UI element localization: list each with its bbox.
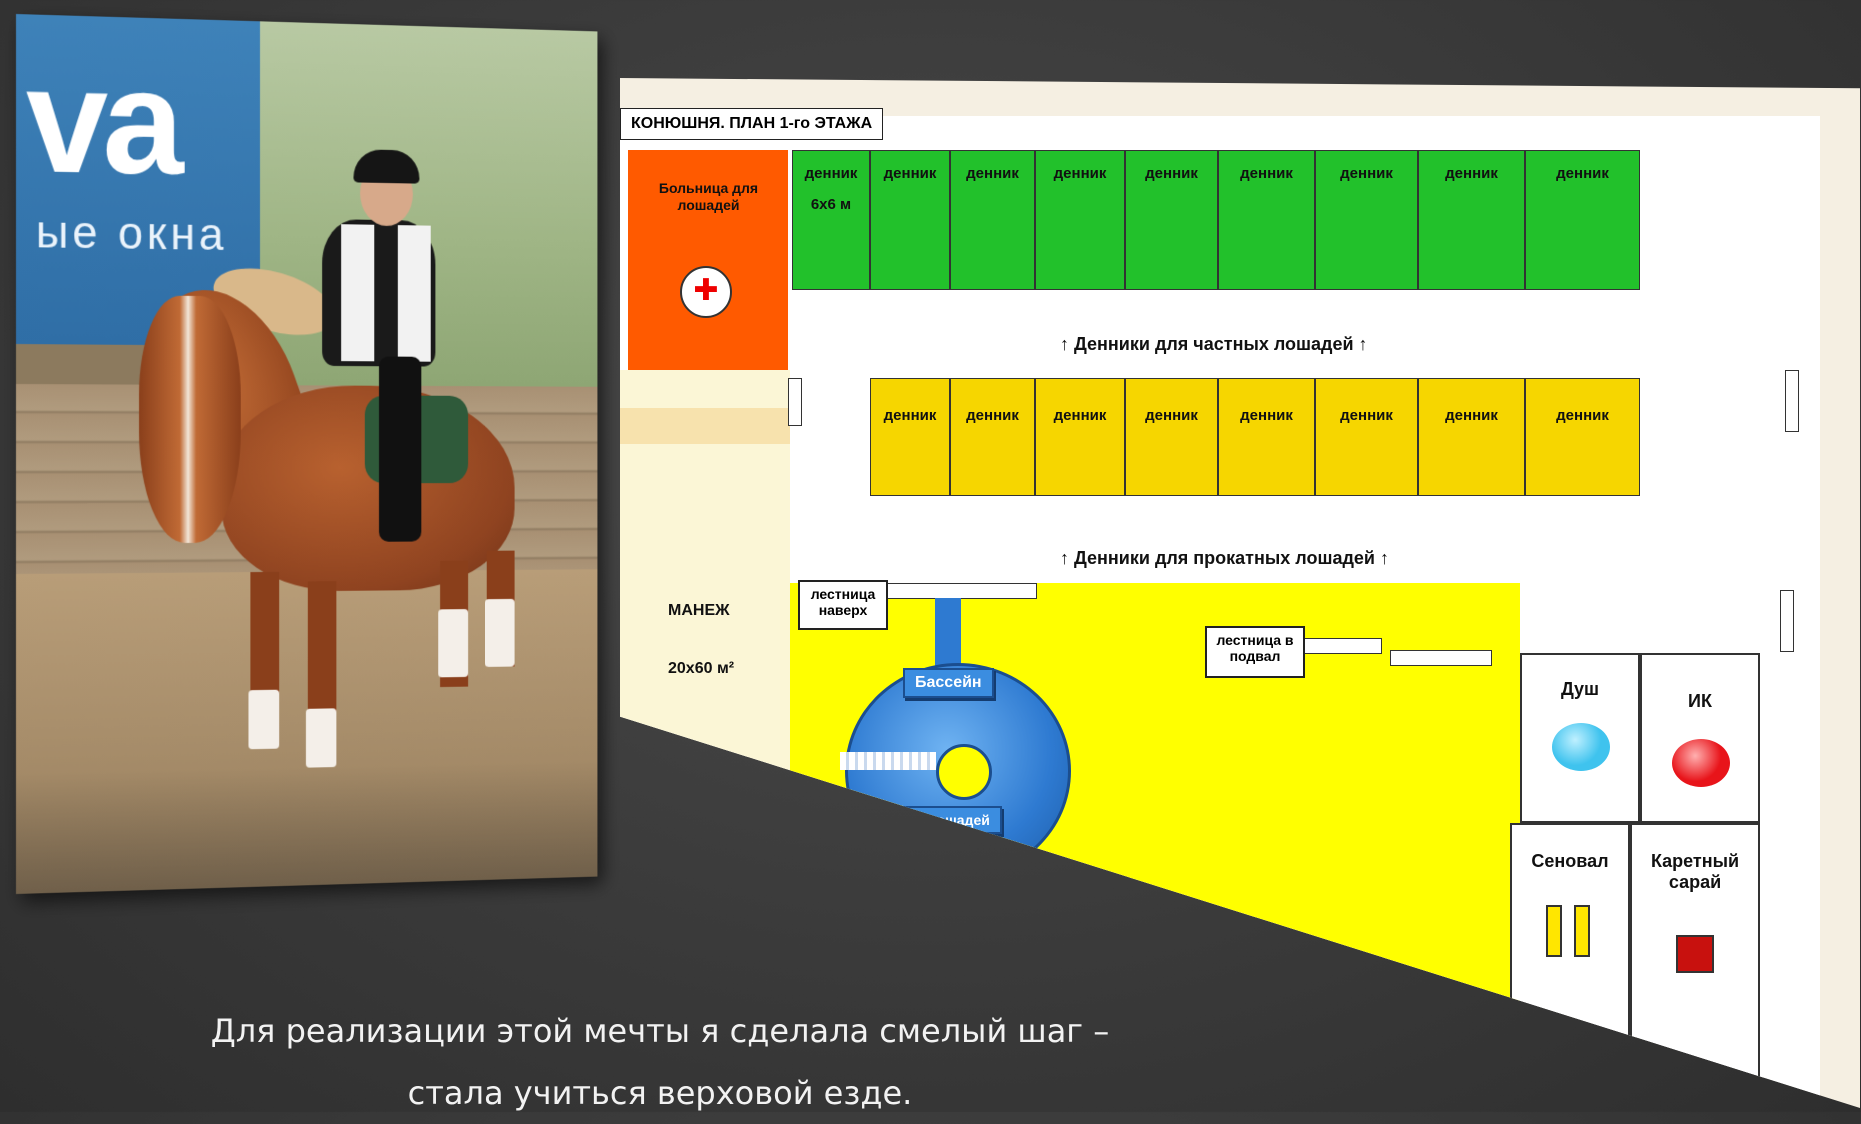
rider-vest xyxy=(397,225,431,362)
pool-pipe xyxy=(935,598,961,668)
manege-label: МАНЕЖ xyxy=(668,602,730,619)
horse-hospital: Больница для лошадей ✚ xyxy=(628,150,788,370)
stall-label: денник xyxy=(966,407,1019,424)
stairs-up-sign: лестница наверх xyxy=(798,580,888,630)
private-stall: денник xyxy=(950,150,1035,290)
ik-room: ИК xyxy=(1640,653,1760,823)
carriage-shed-room: Каретный сарай xyxy=(1630,823,1760,1108)
stall-label: денник xyxy=(1145,165,1198,182)
banner-sub-text: ые окна xyxy=(35,205,228,260)
hay-bale-icon xyxy=(1574,905,1590,957)
caption: Для реализации этой мечты я сделала смел… xyxy=(60,1000,1260,1124)
stall-label: денник xyxy=(1145,407,1198,424)
stall-label: денник xyxy=(1053,407,1107,424)
horse-sock xyxy=(305,708,337,768)
private-stall: денник 6х6 м xyxy=(792,150,870,290)
stall-label: денник xyxy=(1240,407,1293,424)
stall-size: 6х6 м xyxy=(810,196,852,213)
manege-band xyxy=(620,408,790,444)
private-stall: денник xyxy=(1525,150,1640,290)
stall-label: денник xyxy=(1240,165,1293,182)
rental-stall: денник xyxy=(1315,378,1418,496)
door xyxy=(885,583,1037,599)
door xyxy=(788,378,802,426)
stall-label: денник xyxy=(883,165,937,182)
carriage-label: Каретный сарай xyxy=(1650,851,1740,892)
door xyxy=(1780,590,1794,652)
rider-vest xyxy=(341,224,375,362)
rental-stalls-label: ↑ Денники для прокатных лошадей ↑ xyxy=(1060,548,1389,568)
rental-stall: денник xyxy=(1035,378,1125,496)
pool-ramp xyxy=(840,752,936,770)
stall-label: денник xyxy=(804,165,858,182)
hayloft-label: Сеновал xyxy=(1531,851,1609,871)
hay-bale-icon xyxy=(1546,905,1562,957)
rental-stall: денник xyxy=(1125,378,1218,496)
ik-label: ИК xyxy=(1688,691,1712,711)
stall-label: денник xyxy=(883,407,937,424)
stall-label: денник xyxy=(1556,407,1609,424)
caption-line-2: стала учиться верховой езде. xyxy=(407,1074,913,1112)
door xyxy=(1390,650,1492,666)
private-stall: денник xyxy=(1418,150,1525,290)
shower-label: Душ xyxy=(1560,679,1600,699)
shower-icon xyxy=(1552,723,1610,771)
caption-line-1: Для реализации этой мечты я сделала смел… xyxy=(210,1012,1110,1050)
pool-center xyxy=(936,744,992,800)
shower-room: Душ xyxy=(1520,653,1640,823)
photo-reflection xyxy=(16,761,598,894)
stairs-down-sign: лестница в подвал xyxy=(1205,626,1305,678)
private-stall: денник xyxy=(1218,150,1315,290)
rider-leg xyxy=(378,356,422,542)
rental-stall: денник xyxy=(1418,378,1525,496)
pool-label-bottom: для лошадей xyxy=(886,806,1002,834)
stable-floor-plan: КОНЮШНЯ. ПЛАН 1-го ЭТАЖА Больница для ло… xyxy=(620,78,1860,1108)
ik-icon xyxy=(1672,739,1730,787)
horse-rider-photo: va ые окна xyxy=(16,14,598,894)
horse-sock xyxy=(248,689,280,750)
pool-label-top: Бассейн xyxy=(903,668,994,698)
rental-stall: денник xyxy=(950,378,1035,496)
rental-stall: денник xyxy=(870,378,950,496)
stall-label: денник xyxy=(1556,165,1609,182)
horse-sock xyxy=(438,609,469,678)
rental-stall: денник xyxy=(1525,378,1640,496)
carriage-icon xyxy=(1676,935,1714,973)
door xyxy=(1785,370,1799,432)
stall-label: денник xyxy=(1445,407,1498,424)
horse-sock xyxy=(484,598,515,667)
banner-brand-text: va xyxy=(25,35,178,206)
horse-pool: Бассейн для лошадей xyxy=(840,663,1071,879)
hospital-label: Больница для лошадей xyxy=(658,180,759,213)
medical-cross-icon: ✚ xyxy=(680,266,732,318)
private-stall: денник xyxy=(1125,150,1218,290)
private-stall: денник xyxy=(1315,150,1418,290)
stall-label: денник xyxy=(1340,165,1393,182)
hayloft-room: Сеновал xyxy=(1510,823,1630,1108)
stall-label: денник xyxy=(966,165,1019,182)
rental-stall: денник xyxy=(1218,378,1315,496)
horse-head xyxy=(139,295,241,544)
stall-label: денник xyxy=(1445,165,1498,182)
stall-label: денник xyxy=(1340,407,1393,424)
private-stalls-label: ↑ Денники для частных лошадей ↑ xyxy=(1060,334,1368,354)
manege-area: МАНЕЖ 20х60 м² xyxy=(620,370,790,1108)
private-stall: денник xyxy=(1035,150,1125,290)
stall-label: денник xyxy=(1053,165,1107,182)
plan-title: КОНЮШНЯ. ПЛАН 1-го ЭТАЖА xyxy=(620,108,884,140)
manege-size: 20х60 м² xyxy=(668,660,735,677)
private-stall: денник xyxy=(870,150,950,290)
